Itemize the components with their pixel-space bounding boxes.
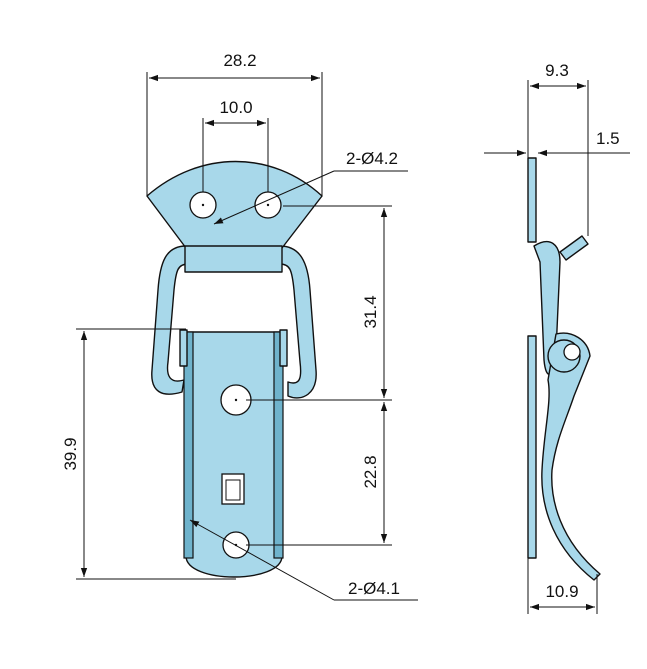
center-mark xyxy=(234,398,238,402)
tab-right xyxy=(279,329,288,367)
dim-text-lower-height: 22.8 xyxy=(361,455,380,488)
side-body-plate xyxy=(527,335,537,559)
dim-text-top-holes: 2-Ø4.2 xyxy=(346,149,398,168)
hinge-bar xyxy=(184,245,283,273)
side-top-plate xyxy=(527,157,537,243)
dim-text-upper-height: 31.4 xyxy=(361,295,380,328)
wire-loop xyxy=(151,245,189,395)
side-dimensions: 9.3 1.5 10.9 xyxy=(484,61,630,614)
side-view xyxy=(527,157,601,581)
top-plate xyxy=(146,160,323,249)
leader-bottom-holes xyxy=(189,519,335,601)
front-dimensions: 28.2 10.0 2-Ø4.2 31.4 22.8 39.9 2-Ø4.1 xyxy=(61,51,418,601)
dim-text-side-top: 9.3 xyxy=(545,61,569,80)
slot-window xyxy=(221,473,245,505)
center-mark xyxy=(201,203,205,207)
dim-text-hole-spacing: 10.0 xyxy=(219,98,252,117)
leader-top-holes xyxy=(213,170,335,225)
tab-left xyxy=(179,329,188,367)
side-rail-right xyxy=(273,331,284,559)
side-rail-left xyxy=(183,331,194,559)
dim-text-thickness: 1.5 xyxy=(596,129,620,148)
center-mark xyxy=(266,203,270,207)
side-angled-tab xyxy=(559,235,589,261)
wire-loop-right xyxy=(279,245,317,399)
dim-text-overall-width: 28.2 xyxy=(223,51,256,70)
dim-text-bottom-holes: 2-Ø4.1 xyxy=(348,579,400,598)
side-lever xyxy=(541,332,601,581)
front-view xyxy=(146,160,323,578)
side-pivot-inner xyxy=(563,343,581,361)
dim-text-side-bottom: 10.9 xyxy=(545,582,578,601)
slot-inner xyxy=(225,479,241,501)
dim-text-body-length: 39.9 xyxy=(61,437,80,470)
